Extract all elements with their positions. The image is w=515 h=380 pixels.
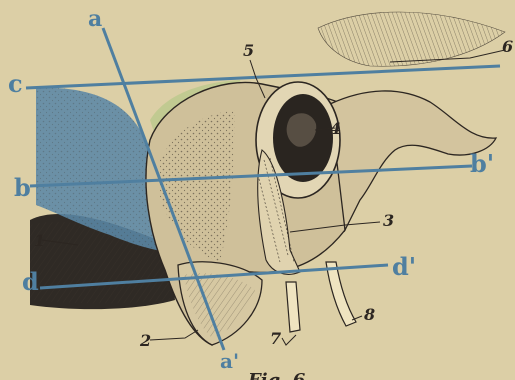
label-a-prime: a' — [220, 349, 239, 373]
label-b-prime: b' — [470, 149, 494, 178]
label-3: 3 — [383, 211, 394, 230]
label-d-prime: d' — [392, 252, 416, 281]
label-b: b — [14, 173, 31, 202]
figure-caption: Fig. 6 — [247, 370, 306, 380]
label-2: 2 — [139, 331, 151, 350]
label-8: 8 — [363, 305, 375, 324]
label-c: c — [8, 69, 23, 98]
label-6: 6 — [502, 37, 513, 56]
label-d: d — [22, 267, 39, 296]
label-7: 7 — [270, 329, 281, 348]
label-5: 5 — [243, 41, 254, 60]
label-a: a — [88, 6, 102, 32]
label-4: 4 — [330, 119, 341, 138]
label-1: 1 — [34, 231, 45, 250]
